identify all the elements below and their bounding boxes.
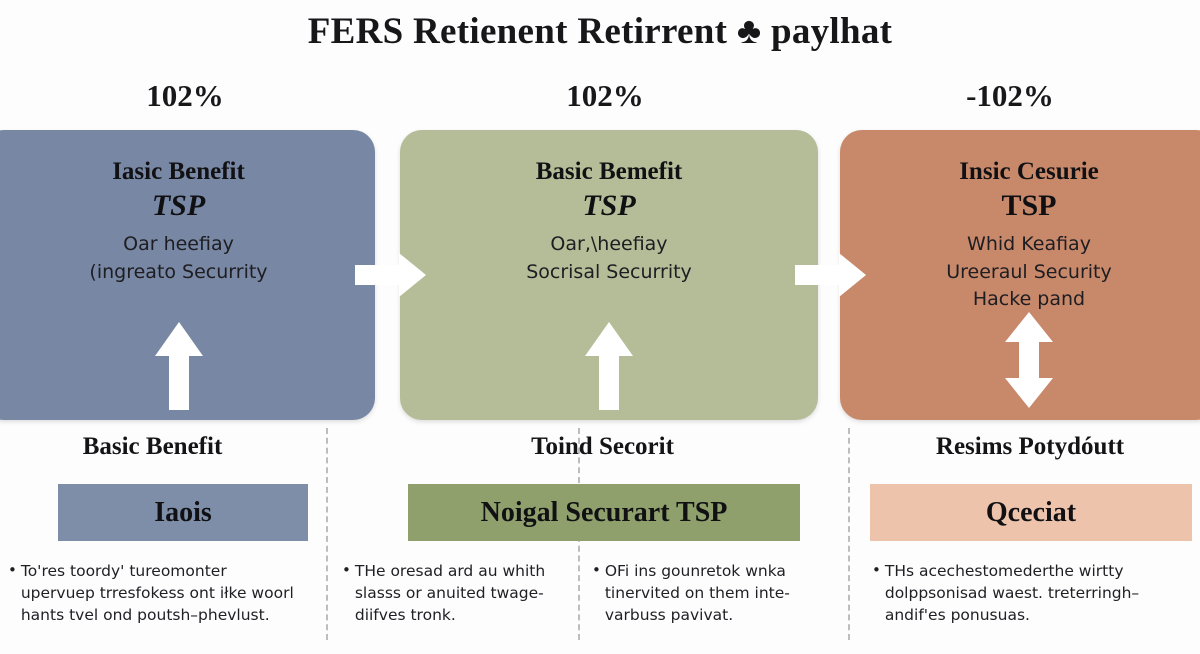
section-bar-1[interactable]: Iaois <box>58 484 308 541</box>
section-bar-2[interactable]: Noigal Securart TSP <box>408 484 800 541</box>
bullet-item-3: • OFi ins gounretok wnka tinervited on t… <box>592 560 836 626</box>
panel-1-heading: Iasic Benefit <box>112 158 245 185</box>
panel-2-line-1: Oar,\heefiay <box>550 233 668 256</box>
arrow-right-icon-2 <box>795 253 866 297</box>
panel-1-line-1: Oar heefiay <box>123 233 234 256</box>
bullet-marker-icon: • <box>592 561 601 579</box>
bullet-item-4: • THs acechestomederthe wirtty dolppsoni… <box>872 560 1190 626</box>
bullet-item-1: • To'res toordy' tureomonter upervuep tr… <box>8 560 300 626</box>
section-bar-3[interactable]: Qceciat <box>870 484 1192 541</box>
up-arrow-icon <box>585 322 633 410</box>
column-divider-3 <box>848 428 850 640</box>
bullet-text-1: To'res toordy' tureomonter upervuep trre… <box>20 562 294 624</box>
section-bar-2-label: Noigal Securart TSP <box>480 496 728 528</box>
section-bar-1-label: Iaois <box>154 496 212 528</box>
bullet-item-2: • THe oresad ard au whith slasss or anui… <box>342 560 574 626</box>
panel-1-subheading: TSP <box>151 188 206 222</box>
section-heading-3: Resims Potydóutt <box>935 433 1125 460</box>
panel-3-line-1: Whid Keafiay <box>967 233 1091 256</box>
percent-label-2: 102% <box>566 78 644 113</box>
up-arrow-icon <box>154 322 203 410</box>
panel-2-subheading: TSP <box>582 188 636 222</box>
bullet-text-3: OFi ins gounretok wnka tinervited on the… <box>604 562 790 624</box>
section-bar-3-label: Qceciat <box>985 496 1077 528</box>
column-divider-1 <box>326 428 328 640</box>
percent-label-1: 102% <box>146 78 224 113</box>
bullet-text-4: THs acechestomederthe wirtty dolppsonisa… <box>884 562 1140 624</box>
panel-3-heading: Insic Cesurie <box>959 158 1099 185</box>
panel-2-line-2: Socrisal Securrity <box>526 260 692 283</box>
panel-3-line-2: Ureeraul Security <box>946 260 1112 283</box>
section-heading-1: Basic Benefit <box>82 433 223 460</box>
bullet-marker-icon: • <box>8 561 17 579</box>
section-heading-2: Toind Secorit <box>531 433 674 460</box>
bullet-marker-icon: • <box>342 561 351 579</box>
bullet-text-2: THe oresad ard au whith slasss or anuite… <box>354 562 546 624</box>
panel-1-line-2: (ingreato Securrity <box>89 260 268 283</box>
panel-3-line-3: Hacke pand <box>972 288 1086 311</box>
panel-2-heading: Basic Bemefit <box>535 158 683 185</box>
arrow-right-icon-1 <box>355 253 426 297</box>
bullet-marker-icon: • <box>872 561 881 579</box>
page-title: FERS Retienent Retirrent ♣ paylhat <box>307 11 893 52</box>
percent-label-3: -102% <box>966 78 1054 113</box>
panel-basic-benefit[interactable]: Iasic Benefit TSP Oar heefiay (ingreato … <box>0 130 375 420</box>
panel-resims-potydoutt[interactable]: Insic Cesurie TSP Whid Keafiay Ureeraul … <box>840 130 1200 420</box>
panel-toind-secorit[interactable]: Basic Bemefit TSP Oar,\heefiay Socrisal … <box>400 130 818 420</box>
up-down-arrow-icon <box>1005 312 1053 408</box>
panel-3-subheading: TSP <box>1001 188 1057 222</box>
